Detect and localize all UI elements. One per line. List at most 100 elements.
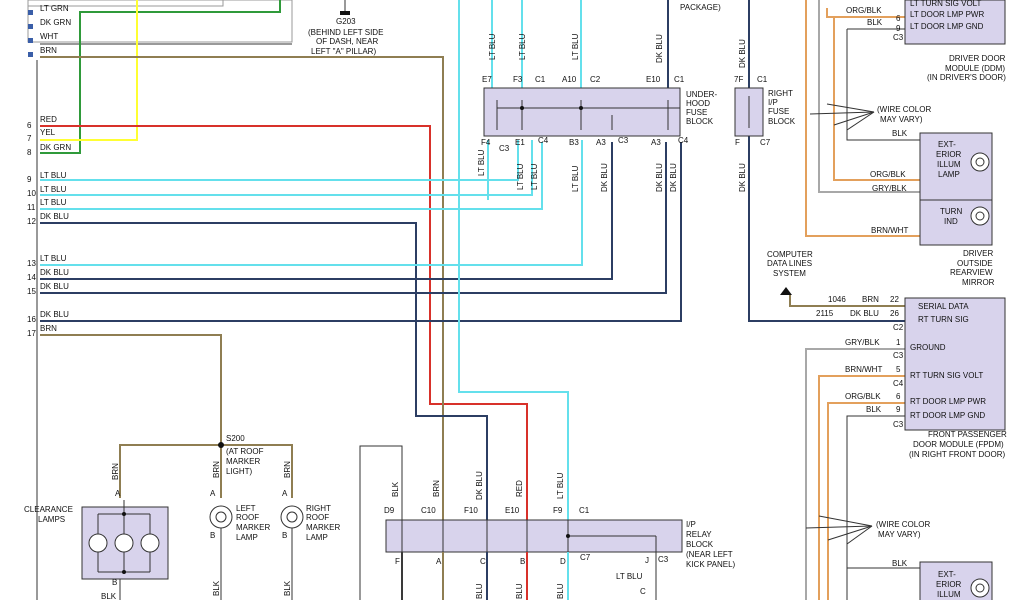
pin-wire-label: DK BLU xyxy=(40,212,69,221)
ddm-body xyxy=(904,0,1006,45)
ground-desc: (BEHIND LEFT SIDE xyxy=(308,28,383,37)
pin-label: D xyxy=(560,557,566,566)
pin-number: 7 xyxy=(27,134,32,143)
mirror-body xyxy=(919,132,993,246)
fpdm-pin: 22 xyxy=(890,295,899,304)
lamp-label: MARKER xyxy=(306,523,340,532)
pin-wire-label: BRN xyxy=(40,324,57,333)
wire-label: DK BLU xyxy=(655,34,664,63)
underhood-fuse-block-body xyxy=(483,87,681,137)
pin-wire-label: DK BLU xyxy=(40,310,69,319)
splice-desc: MARKER xyxy=(226,457,260,466)
left-connector-pin-marker xyxy=(28,52,33,57)
fpdm-wire-color: ORG/BLK xyxy=(845,392,881,401)
splice-desc: LIGHT) xyxy=(226,467,253,476)
ddm-partial-row: LT TURN SIG VOLT xyxy=(910,0,982,8)
lamp-icon xyxy=(140,533,160,553)
wire-color-note: MAY VARY) xyxy=(878,530,921,539)
pin-label: C10 xyxy=(421,506,436,515)
wire-label: DK BLU xyxy=(669,163,678,192)
fpdm-wire-color: BLK xyxy=(866,405,882,414)
pin-label: C3 xyxy=(499,144,510,153)
block-title: HOOD xyxy=(686,99,710,108)
wire-label: DK BLU xyxy=(655,163,664,192)
lamp-label: LAMP xyxy=(938,170,960,179)
wire-label: BLU xyxy=(475,583,484,599)
ddm-wire-color: ORG/BLK xyxy=(846,6,882,15)
package-text: PACKAGE) xyxy=(680,3,721,12)
pin-number: 17 xyxy=(27,329,36,338)
fpdm-circuit-color: BRN xyxy=(862,295,879,304)
block-title: BLOCK xyxy=(686,117,714,126)
wire-label: LT BLU xyxy=(516,163,525,190)
pin-labels: 6 RED 7 YEL 8 DK GRN 9 LT BLU 10 LT BLU … xyxy=(27,115,71,338)
wire-label: DK BLU xyxy=(600,163,609,192)
wire-label: RED xyxy=(515,480,524,497)
fpdm-circuit-label: RT TURN SIG VOLT xyxy=(910,371,983,380)
wire-label-lt-grn: LT GRN xyxy=(40,4,69,13)
wire-label: BRN xyxy=(212,461,221,478)
pin-label: C3 xyxy=(658,555,669,564)
pin-label: C7 xyxy=(760,138,771,147)
fpdm-conn: C2 xyxy=(893,323,904,332)
pin-label: A xyxy=(282,489,288,498)
lamp-icon xyxy=(114,533,134,553)
computer-data-lines: COMPUTER DATA LINES SYSTEM xyxy=(767,250,905,307)
ddm-circuit: LT DOOR LMP GND xyxy=(910,22,984,31)
front-passenger-door-module: 1046 BRN 22 SERIAL DATA 2115 DK BLU 26 R… xyxy=(805,295,1007,600)
pin-label: C1 xyxy=(535,75,546,84)
pin-label: E10 xyxy=(646,75,661,84)
pin-label: A3 xyxy=(651,138,661,147)
lamp-label: ILLUM xyxy=(937,160,961,169)
splice-s200: S200 (AT ROOF MARKER LIGHT) xyxy=(119,434,293,498)
wire-color-note-bottom: (WIRE COLOR MAY VARY) xyxy=(805,515,930,545)
driver-outside-mirror: BLK EXT- ERIOR ILLUM LAMP TURN IND ORG/B… xyxy=(870,129,995,287)
wires-left xyxy=(40,0,682,520)
lamp-label: EXT- xyxy=(938,570,956,579)
clearance-lamps: BRN A CLEARANCE LAMPS B BLK xyxy=(24,463,169,600)
mirror-blk: BLK xyxy=(892,129,908,138)
wire-label: BLK xyxy=(391,481,400,497)
pin-wire-label: LT BLU xyxy=(40,185,67,194)
mirror-title: MIRROR xyxy=(962,278,995,287)
fpdm-circuit-num: 2115 xyxy=(816,309,834,318)
wire-label: LT BLU xyxy=(488,33,497,60)
wire-label: LT BLU xyxy=(571,165,580,192)
ddm-circuit: LT DOOR LMP PWR xyxy=(910,10,984,19)
ground-desc: LEFT "A" PILLAR) xyxy=(311,47,376,56)
lamp-label: EXT- xyxy=(938,140,956,149)
fpdm-pin: 6 xyxy=(896,392,901,401)
left-connector-top xyxy=(27,0,224,7)
pin-label: B xyxy=(520,557,525,566)
turn-indicator-icon xyxy=(975,211,985,221)
pin-number: 16 xyxy=(27,315,36,324)
pin-label: J xyxy=(645,556,649,565)
mirror-title: OUTSIDE xyxy=(957,259,993,268)
pin-label: E10 xyxy=(505,506,520,515)
fpdm-circuit-num: 1046 xyxy=(828,295,846,304)
pin-label: A3 xyxy=(596,138,606,147)
pin-number: 12 xyxy=(27,217,36,226)
wire-label: DK BLU xyxy=(738,39,747,68)
pin-label: C7 xyxy=(580,553,591,562)
wire-label: LT BLU xyxy=(518,33,527,60)
clearance-label: LAMPS xyxy=(38,515,65,524)
pin-label: C1 xyxy=(579,506,590,515)
ddm-title: (IN DRIVER'S DOOR) xyxy=(927,73,1006,82)
lamp-icon xyxy=(975,583,985,593)
lamp-label: LAMP xyxy=(236,533,258,542)
fpdm-circuit-label: RT DOOR LMP GND xyxy=(910,411,985,420)
wire-label: BRN xyxy=(283,461,292,478)
block-title: KICK PANEL) xyxy=(686,560,736,569)
wire-label: DK BLU xyxy=(475,471,484,500)
block-title: BLOCK xyxy=(768,117,796,126)
pin-wire-label: DK BLU xyxy=(40,268,69,277)
mirror-wire: GRY/BLK xyxy=(872,184,907,193)
pin-number: 14 xyxy=(27,273,36,282)
pin-wire-label: LT BLU xyxy=(40,254,67,263)
pin-label: A xyxy=(115,489,121,498)
pin-label: F4 xyxy=(481,138,491,147)
wire-label: BLK xyxy=(283,580,292,596)
lamp-label: ROOF xyxy=(236,513,259,522)
